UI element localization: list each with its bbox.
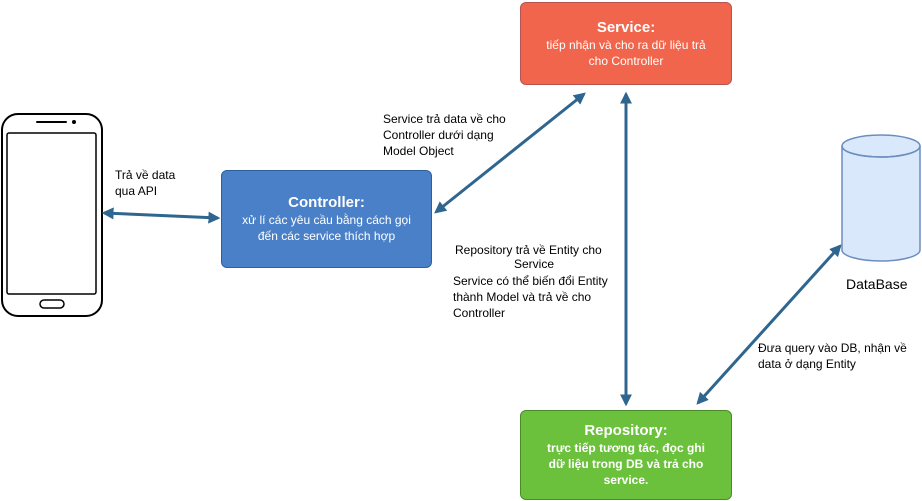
controller-title: Controller: (288, 194, 365, 211)
repository-node: Repository: trực tiếp tương tác, đọc ghi… (520, 410, 732, 500)
arrow-phone-controller (101, 207, 221, 224)
edge-label-service-controller: Service trả data về cho Controller dưới … (383, 112, 506, 158)
service-title: Service: (596, 18, 656, 36)
controller-node: Controller: xử lí các yêu cầu bằng cách … (221, 170, 432, 268)
arrow-controller-service (434, 92, 586, 214)
controller-description: xử lí các yêu cầu bằng cách gọi đến các … (242, 213, 411, 243)
smartphone-icon (1, 113, 103, 317)
database-label: DataBase (846, 276, 908, 292)
service-node: Service: tiếp nhận và cho ra dữ liệu trả… (520, 2, 732, 85)
edge-label-service-convert: Service có thể biến đổi Entity thành Mod… (453, 274, 608, 320)
repository-description: trực tiếp tương tác, đọc ghi dữ liệu tro… (547, 441, 705, 487)
edge-label-repository-database: Đưa query vào DB, nhận về data ở dạng En… (758, 341, 907, 371)
edge-label-repository-service-line2: Service (514, 257, 555, 271)
database-cylinder-icon (841, 134, 921, 262)
repository-title: Repository: (584, 422, 668, 439)
service-description: tiếp nhận và cho ra dữ liệu trả cho Cont… (546, 37, 706, 68)
edge-label-phone-controller: Trả về data qua API (115, 168, 176, 198)
edge-label-repository-service-line1: Repository trả về Entity cho (455, 243, 602, 257)
arrow-repository-database (696, 244, 842, 405)
